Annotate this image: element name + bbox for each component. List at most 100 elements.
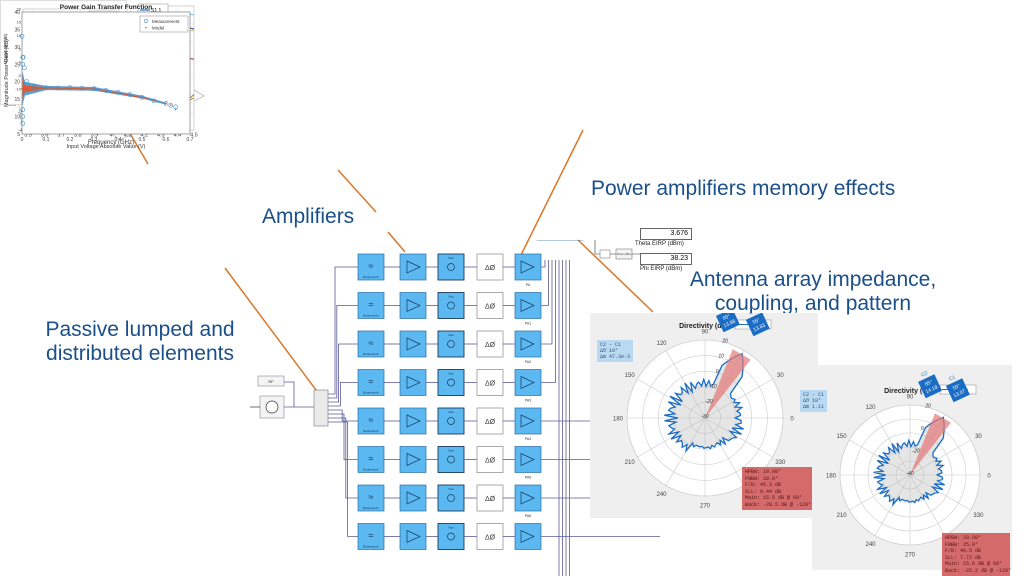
polar-spoke [637, 378, 706, 419]
legend-marker-model [145, 26, 147, 29]
legend-box [139, 15, 189, 33]
mixer-icon [447, 455, 455, 464]
mixer-label: Vout [448, 526, 454, 530]
note-line: Δθ 10° [803, 398, 822, 404]
model-point [26, 87, 28, 90]
signal-line [328, 421, 358, 537]
power-amplifier-block [514, 330, 542, 358]
measurement-point [24, 79, 30, 85]
amplifier-icon [406, 337, 421, 351]
model-point [22, 88, 25, 91]
measurement-point [20, 121, 26, 126]
output-line [594, 240, 600, 255]
note-line: Δm 47.3e-3 [600, 354, 631, 360]
amplifier-block [399, 330, 427, 358]
y-tick-label: -10 [15, 86, 22, 91]
phase-shifter-label: ΔØ [485, 496, 496, 503]
angle-tick-label: 180 [826, 474, 837, 480]
angle-tick-label: 90 [907, 395, 914, 401]
power-amplifier-block [514, 446, 542, 473]
butterworth-filter-block [357, 292, 385, 319]
signal-line [284, 381, 295, 407]
phase-shifter-block [476, 484, 504, 512]
heading-passive-line2: distributed elements [46, 342, 234, 365]
theta-eirp-display: 3.676 [640, 228, 692, 240]
radial-tick-label: -30 [701, 414, 708, 420]
x-tick-label: 4.5 [190, 133, 198, 139]
pa-label: PA4 [525, 437, 531, 441]
pa-label: PA2 [525, 360, 531, 364]
signal-line [328, 266, 358, 395]
measurement-point [168, 103, 174, 108]
amplifier-block [399, 369, 427, 396]
mixer-icon [447, 263, 455, 271]
y-tick-label: 20 [17, 6, 22, 11]
angle-tick-label: 210 [837, 513, 848, 519]
radial-tick-label: -20 [912, 448, 919, 454]
power-amplifier-block [514, 369, 542, 396]
power-amplifier-icon [520, 260, 535, 274]
conversion-block [599, 249, 611, 259]
phase-shifter-block [476, 369, 504, 396]
model-point [153, 99, 155, 102]
y-tick-label: 25 [14, 62, 20, 68]
heading-amplifiers: Amplifiers [262, 205, 355, 228]
angle-tick-label: 240 [865, 542, 876, 548]
power-amplifier-block [514, 292, 542, 319]
plot-area [21, 11, 191, 135]
power-amplifier-icon [520, 452, 535, 467]
heading-passive: Passive lumped and distributed elements [30, 318, 250, 366]
polar-spoke [909, 474, 946, 536]
note-line: C2 - C1 [600, 342, 622, 348]
signal-line [328, 413, 358, 460]
mixer-label: Vout [448, 372, 454, 376]
connector-smith [337, 169, 377, 213]
model-point [141, 96, 143, 99]
phase-shifter-block [476, 407, 504, 435]
amplifier-block [399, 523, 427, 550]
y-tick-label: 0 [19, 60, 22, 65]
phase-shifter-block [476, 330, 504, 358]
y-axis-label: Magnitude (dB) [3, 33, 8, 64]
phase-shifter-label: ΔØ [485, 265, 496, 272]
connector-antenna [577, 239, 654, 313]
model-point [23, 87, 26, 90]
measurement-point [115, 89, 121, 95]
cursor-note-1: C2 - C1 Δθ 10° Δm 47.3e-3 [597, 340, 634, 362]
power-amplifier-icon [520, 375, 535, 390]
cursor-marker-angle: 65° [722, 313, 731, 322]
mixer-icon [447, 301, 455, 310]
smith-label: 0.0 [8, 102, 17, 108]
angle-tick-label: 0 [790, 417, 794, 423]
amplifier-icon [406, 375, 421, 390]
measurement-point [163, 101, 169, 106]
amplifier-block [399, 253, 427, 281]
heading-power-amplifiers: Power amplifiers memory effects [591, 177, 896, 200]
mixer-label: Vout [448, 295, 454, 299]
signal-line [328, 343, 358, 403]
source-icon [265, 400, 279, 414]
polar-title: Directivity (dBi) [884, 388, 936, 395]
angle-tick-label: 120 [656, 341, 667, 347]
note-line: C2 - C1 [803, 392, 825, 398]
polar-title: Directivity (dBi) [679, 323, 731, 330]
angle-tick-label: 270 [905, 553, 916, 559]
x-tick-label: 0.4 [115, 137, 122, 143]
polar-spoke [704, 417, 745, 486]
pa-label: PA3 [525, 399, 531, 403]
amplifier-icon [406, 414, 421, 428]
model-point [117, 92, 119, 94]
angle-tick-label: 0 [987, 474, 991, 480]
model-point [165, 102, 167, 105]
x-tick-label: 0.1 [43, 137, 50, 143]
metric-line: FNBW: 25.0° [945, 541, 979, 548]
measurement-point [43, 85, 49, 90]
mixer-block [437, 446, 465, 473]
angle-tick-label: 330 [973, 513, 984, 519]
filter-label: Butterworth [363, 468, 379, 472]
filter-label: Butterworth [363, 429, 379, 433]
pa-label: PA5 [525, 476, 531, 480]
note-line: Δθ 10° [600, 348, 619, 354]
